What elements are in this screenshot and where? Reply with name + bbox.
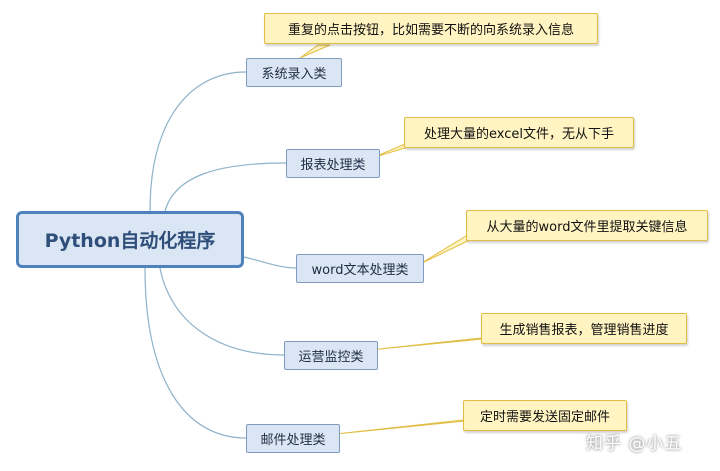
connector-root-branch-3 — [243, 256, 297, 269]
connector-root-branch-5 — [144, 267, 247, 439]
callout-pointer-1 — [299, 44, 331, 59]
callout-pointer-5 — [335, 419, 476, 435]
note-report: 处理大量的excel文件，无从下手 — [404, 117, 634, 148]
branch-node-email: 邮件处理类 — [246, 424, 340, 453]
note-system-entry: 重复的点击按钮，比如需要不断的向系统录入信息 — [264, 13, 598, 44]
watermark: 知乎 @小五 — [586, 434, 683, 454]
connector-root-branch-2 — [164, 162, 287, 212]
branch-node-report: 报表处理类 — [286, 149, 380, 178]
root-node: Python自动化程序 — [16, 211, 244, 268]
branch-node-word: word文本处理类 — [296, 254, 424, 283]
connector-root-branch-1 — [149, 71, 247, 212]
note-operations: 生成销售报表，管理销售进度 — [481, 313, 687, 344]
connector-root-branch-4 — [159, 267, 285, 356]
note-word: 从大量的word文件里提取关键信息 — [466, 210, 708, 241]
callout-pointer-4 — [369, 337, 494, 351]
note-email: 定时需要发送固定邮件 — [463, 400, 627, 431]
branch-node-system-entry: 系统录入类 — [246, 58, 342, 87]
branch-node-operations: 运营监控类 — [284, 341, 378, 370]
